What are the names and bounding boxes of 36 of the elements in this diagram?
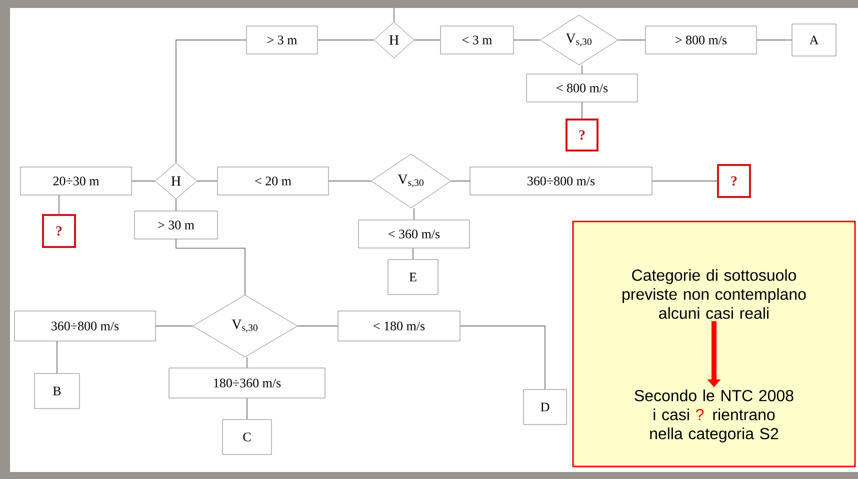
label-box: > 30 m bbox=[134, 210, 218, 240]
label-box: 360÷800 m/s bbox=[470, 166, 652, 196]
label-box: 20÷30 m bbox=[20, 166, 132, 196]
question-box: ? bbox=[717, 164, 751, 198]
label-box: A bbox=[792, 24, 836, 56]
label-box: > 3 m bbox=[246, 26, 318, 54]
connector bbox=[131, 180, 156, 182]
label-box: B bbox=[34, 373, 80, 409]
connector bbox=[652, 180, 718, 182]
label-box: 180÷360 m/s bbox=[168, 368, 326, 398]
note-box bbox=[572, 220, 856, 468]
label-box: < 360 m/s bbox=[358, 220, 470, 248]
label-box: < 180 m/s bbox=[338, 310, 460, 342]
question-box: ? bbox=[42, 214, 76, 248]
connector bbox=[460, 326, 546, 390]
connector bbox=[176, 40, 247, 164]
connector bbox=[56, 340, 58, 374]
note-text: Secondo le NTC 2008 i casi ? rientrano nella categoria S2 bbox=[634, 390, 794, 442]
label-box: < 3 m bbox=[440, 26, 514, 54]
label-box: 360÷800 m/s bbox=[14, 310, 156, 342]
connector bbox=[246, 356, 248, 368]
label-box: C bbox=[222, 419, 272, 455]
connector bbox=[328, 180, 372, 182]
connector bbox=[176, 238, 246, 296]
connector bbox=[246, 398, 248, 420]
note-text: Categorie di sottosuolo previste non contemplano alcuni casi reali bbox=[622, 269, 806, 319]
label-box: < 20 m bbox=[217, 166, 329, 196]
connector bbox=[196, 180, 218, 182]
label-box: D bbox=[523, 389, 567, 425]
connector bbox=[412, 248, 414, 260]
label-box: < 800 m/s bbox=[526, 74, 638, 102]
label-box: > 800 m/s bbox=[645, 26, 757, 54]
connector bbox=[58, 194, 60, 214]
label-box: E bbox=[388, 259, 438, 295]
connector bbox=[450, 180, 470, 182]
question-box: ? bbox=[566, 118, 598, 152]
